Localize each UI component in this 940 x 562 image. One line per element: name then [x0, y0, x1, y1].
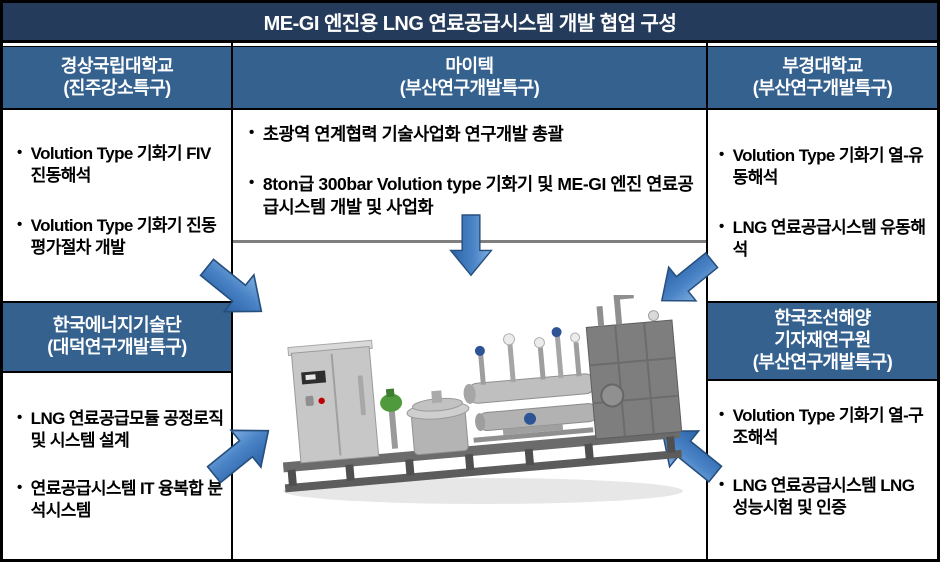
org-region: (부산연구개발특구) [399, 77, 540, 98]
task-item: LNG 연료공급시스템 LNG 성능시험 및 인증 [719, 475, 933, 519]
task-item: Volution Type 기화기 열-구조해석 [719, 405, 933, 449]
org-name-line2: 기자재연구원 [774, 330, 871, 351]
diagram-title-bar: ME-GI 엔진용 LNG 연료공급시스템 개발 협업 구성 [3, 3, 937, 43]
column-divider-right [706, 43, 708, 559]
diagram-title: ME-GI 엔진용 LNG 연료공급시스템 개발 협업 구성 [263, 13, 677, 35]
task-item: LNG 연료공급시스템 유동해석 [719, 217, 931, 261]
org-box-gyeongsang-header: 경상국립대학교 (진주강소특구) [3, 46, 231, 110]
org-name: 마이텍 [445, 55, 494, 76]
org-box-pukyong-header: 부경대학교 (부산연구개발특구) [708, 46, 937, 110]
org-region: (부산연구개발특구) [752, 77, 893, 98]
arrow-down-right-icon [199, 258, 271, 317]
lng-skid-illustration [265, 293, 701, 515]
task-item: 연료공급시스템 IT 융복합 분석시스템 [17, 478, 225, 522]
arrow-down-left-icon [653, 251, 719, 307]
task-item: Volution Type 기화기 진동평가절차 개발 [17, 215, 223, 259]
org-region: (진주강소특구) [63, 77, 171, 98]
task-item: 초광역 연계협력 기술사업화 연구개발 총괄 [249, 123, 697, 146]
arrow-down-icon [440, 214, 502, 277]
task-item: Volution Type 기화기 열-유동해석 [719, 145, 931, 189]
org-name: 경상국립대학교 [60, 55, 174, 76]
org-region: (대덕연구개발특구) [47, 337, 187, 357]
org-name: 부경대학교 [782, 55, 863, 76]
org-box-komeri-header: 한국조선해양 기자재연구원 (부산연구개발특구) [708, 301, 937, 381]
mytec-task-list: 초광역 연계협력 기술사업화 연구개발 총괄 8ton급 300bar Volu… [249, 123, 697, 245]
org-box-energy-tech-header: 한국에너지기술단 (대덕연구개발특구) [3, 301, 231, 373]
komeri-task-list: Volution Type 기화기 열-구조해석 LNG 연료공급시스템 LNG… [719, 405, 933, 545]
org-region: (부산연구개발특구) [752, 351, 893, 372]
task-item: Volution Type 기화기 FIV 진동해석 [17, 143, 223, 187]
task-item: LNG 연료공급모듈 공정로직 및 시스템 설계 [17, 408, 225, 452]
gyeongsang-task-list: Volution Type 기화기 FIV 진동해석 Volution Type… [17, 143, 223, 287]
arrow-up-right-icon [206, 425, 278, 484]
org-name-line1: 한국조선해양 [774, 308, 871, 329]
pukyong-task-list: Volution Type 기화기 열-유동해석 LNG 연료공급시스템 유동해… [719, 145, 931, 289]
org-box-mytec-header: 마이텍 (부산연구개발특구) [233, 46, 706, 110]
org-name: 한국에너지기술단 [52, 315, 182, 336]
task-item: 8ton급 300bar Volution type 기화기 및 ME-GI 엔… [249, 173, 697, 219]
energy-tech-task-list: LNG 연료공급모듈 공정로직 및 시스템 설계 연료공급시스템 IT 융복합 … [17, 408, 225, 548]
